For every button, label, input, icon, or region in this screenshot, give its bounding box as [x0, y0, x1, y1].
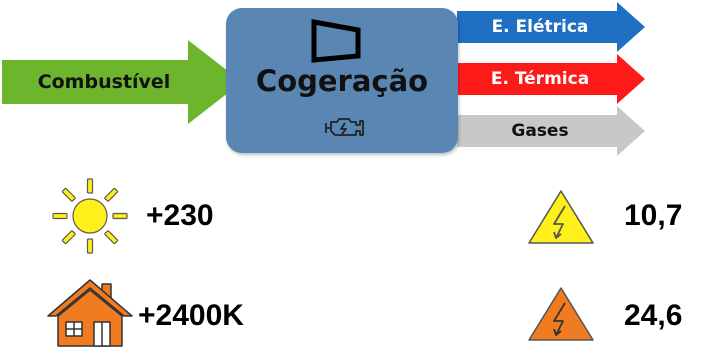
- engine-icon: [325, 118, 364, 136]
- output-arrow-termica: E. Térmica: [457, 54, 645, 104]
- house-icon: [47, 279, 133, 347]
- input-arrow-shape: [2, 40, 242, 124]
- input-arrow-combustivel: Combustível: [2, 40, 242, 124]
- output-arrow-eletrica-shape: [457, 2, 645, 52]
- output-arrow-gases-shape: [457, 106, 645, 156]
- center-title: Cogeração: [255, 64, 429, 98]
- house-value: +2400K: [138, 299, 244, 332]
- sun-value: +230: [146, 199, 214, 232]
- input-label: Combustível: [37, 71, 171, 93]
- output-label-gases: Gases: [511, 121, 569, 141]
- cogeracao-box: Cogeração: [226, 8, 458, 153]
- yellow-hazard-icon: [528, 190, 594, 244]
- orange-hazard-icon: [528, 287, 594, 341]
- output-arrow-eletrica: E. Elétrica: [457, 2, 645, 52]
- window-icon: [311, 19, 361, 63]
- sun-icon: [52, 178, 128, 254]
- output-arrow-termica-shape: [457, 54, 645, 104]
- output-label-termica: E. Térmica: [490, 69, 590, 89]
- yellow-hazard-value: 10,7: [624, 199, 683, 232]
- output-label-eletrica: E. Elétrica: [491, 17, 589, 37]
- orange-hazard-value: 24,6: [624, 299, 683, 332]
- output-arrow-gases: Gases: [457, 106, 645, 156]
